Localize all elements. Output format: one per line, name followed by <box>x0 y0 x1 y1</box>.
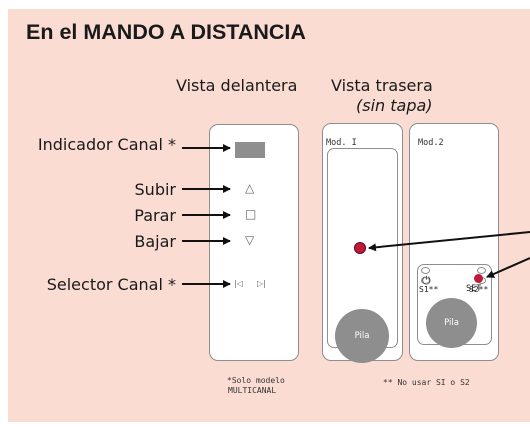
power-icon: ⏻ <box>422 274 431 287</box>
no-s1-s2-note: ** No usar SI o S2 <box>383 378 470 387</box>
down-button[interactable]: ▽ <box>245 233 255 247</box>
battery-label-mod1: Pila <box>354 331 370 341</box>
arrow-set-mod1 <box>368 231 530 252</box>
arrow-set-mod2 <box>486 257 530 278</box>
rear-view-subheading: (sin tapa) <box>356 96 433 115</box>
s1-label: S1** <box>419 285 439 294</box>
set-button-mod2[interactable] <box>474 274 483 283</box>
contact-icon <box>421 277 430 284</box>
previous-channel-button[interactable]: |◁ <box>234 279 243 288</box>
set-button-mod1[interactable] <box>354 242 366 254</box>
channel-indicator-label: Indicador Canal * <box>37 135 176 154</box>
battery-mod2: Pila <box>426 298 477 348</box>
rear-view-heading: Vista trasera <box>331 76 433 95</box>
mod1-label: Mod. I <box>326 138 357 148</box>
stop-label: Parar <box>134 206 176 225</box>
mod2-label: Mod.2 <box>418 138 444 148</box>
battery-mod1: Pila <box>335 309 389 363</box>
next-channel-button[interactable]: ▷| <box>257 279 266 288</box>
set-label: SET <box>466 284 482 294</box>
up-label: Subir <box>134 180 176 199</box>
page-title: En el MANDO A DISTANCIA <box>26 20 306 44</box>
up-button[interactable]: △ <box>245 181 255 195</box>
contact-icon <box>477 267 486 274</box>
stop-button[interactable]: □ <box>245 207 257 221</box>
down-label: Bajar <box>134 232 176 251</box>
contact-icon <box>421 267 430 274</box>
battery-label-mod2: Pila <box>444 318 459 328</box>
multicanal-note-line2: MULTICANAL <box>228 386 277 395</box>
s2-label: S2** <box>469 285 489 294</box>
multicanal-note-line1: *Solo modelo <box>227 376 285 385</box>
front-view-heading: Vista delantera <box>176 76 298 95</box>
channel-selector-label: Selector Canal * <box>46 275 176 294</box>
channel-indicator-display <box>235 142 265 158</box>
